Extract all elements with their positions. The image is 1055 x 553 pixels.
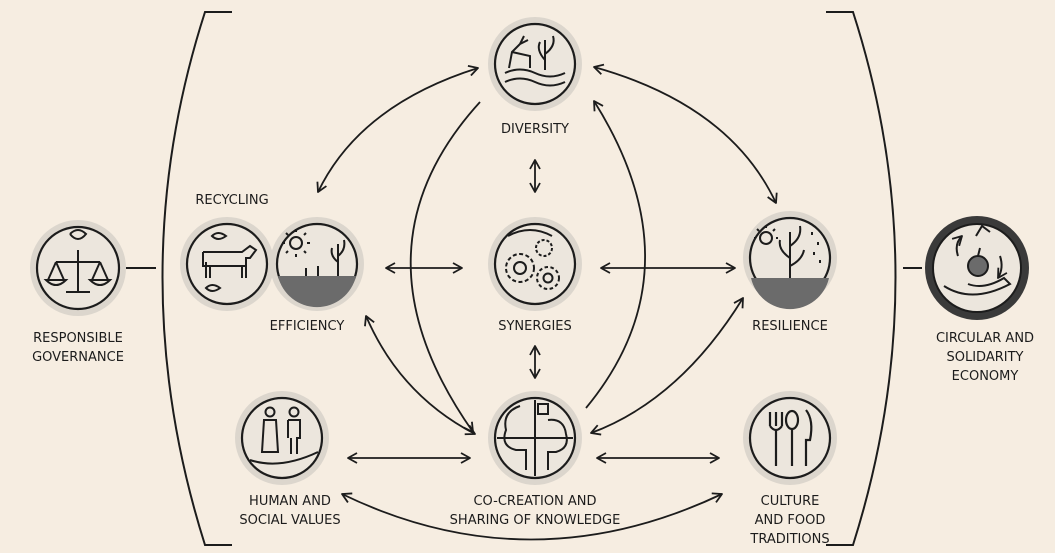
diversity-medallion — [488, 17, 582, 111]
co-creation-label-line2: SHARING OF KNOWLEDGE — [450, 513, 621, 528]
wildlife-plant-icon — [504, 35, 566, 87]
responsible-governance-medallion — [30, 220, 126, 316]
left-bracket — [161, 11, 232, 546]
human-social-values-medallion — [235, 391, 329, 485]
farmers-hand-icon — [249, 406, 319, 465]
arrow-human-culture — [341, 492, 723, 541]
hand-apple-cycle-icon — [943, 224, 1012, 296]
recycling-medallion — [180, 217, 274, 311]
circular-solidarity-label-line2: SOLIDARITY — [947, 350, 1024, 365]
circular-solidarity-medallion — [925, 216, 1029, 320]
sun-seedling-icon — [282, 229, 346, 276]
synergies-medallion — [488, 217, 582, 311]
brackets — [126, 11, 922, 546]
arrow-diversity-cocreation-left — [409, 101, 481, 433]
tree-puzzle-icon — [497, 400, 573, 476]
fork-spoon-knife-icon — [768, 409, 813, 466]
circular-solidarity-label-line1: CIRCULAR AND — [936, 331, 1034, 346]
synergies-label: SYNERGIES — [498, 319, 572, 334]
cattle-recycling-icon — [202, 232, 258, 292]
co-creation-label-line1: CO-CREATION AND — [473, 494, 596, 509]
efficiency-medallion — [270, 217, 364, 311]
human-social-values-label-line1: HUMAN AND — [249, 494, 331, 509]
arrow-cocreation-diversity-right — [585, 100, 646, 409]
arrow-diversity-recycling — [316, 65, 479, 193]
culture-food-label-line2: AND FOOD — [755, 513, 826, 528]
gears-icon — [505, 229, 560, 290]
efficiency-label: EFFICIENCY — [270, 319, 345, 334]
right-bracket — [826, 11, 897, 546]
arrow-diversity-resilience — [593, 63, 778, 204]
culture-food-medallion — [743, 391, 837, 485]
scales-icon — [43, 229, 113, 293]
plant-rain-icon — [754, 225, 821, 278]
recycling-label: RECYCLING — [195, 193, 268, 208]
responsible-governance-label-line2: GOVERNANCE — [32, 350, 124, 365]
diversity-label: DIVERSITY — [501, 122, 569, 137]
culture-food-label-line3: TRADITIONS — [749, 532, 829, 547]
arrow-resilience-cocreation — [590, 297, 744, 436]
human-social-values-label-line2: SOCIAL VALUES — [239, 513, 340, 528]
connections — [316, 63, 778, 541]
resilience-medallion — [743, 211, 837, 310]
resilience-label: RESILIENCE — [752, 319, 828, 334]
co-creation-medallion — [488, 391, 582, 485]
culture-food-label-line1: CULTURE — [761, 494, 820, 509]
responsible-governance-label-line1: RESPONSIBLE — [33, 331, 123, 346]
arrow-efficiency-cocreation — [364, 315, 476, 436]
circular-solidarity-label-line3: ECONOMY — [952, 369, 1019, 384]
